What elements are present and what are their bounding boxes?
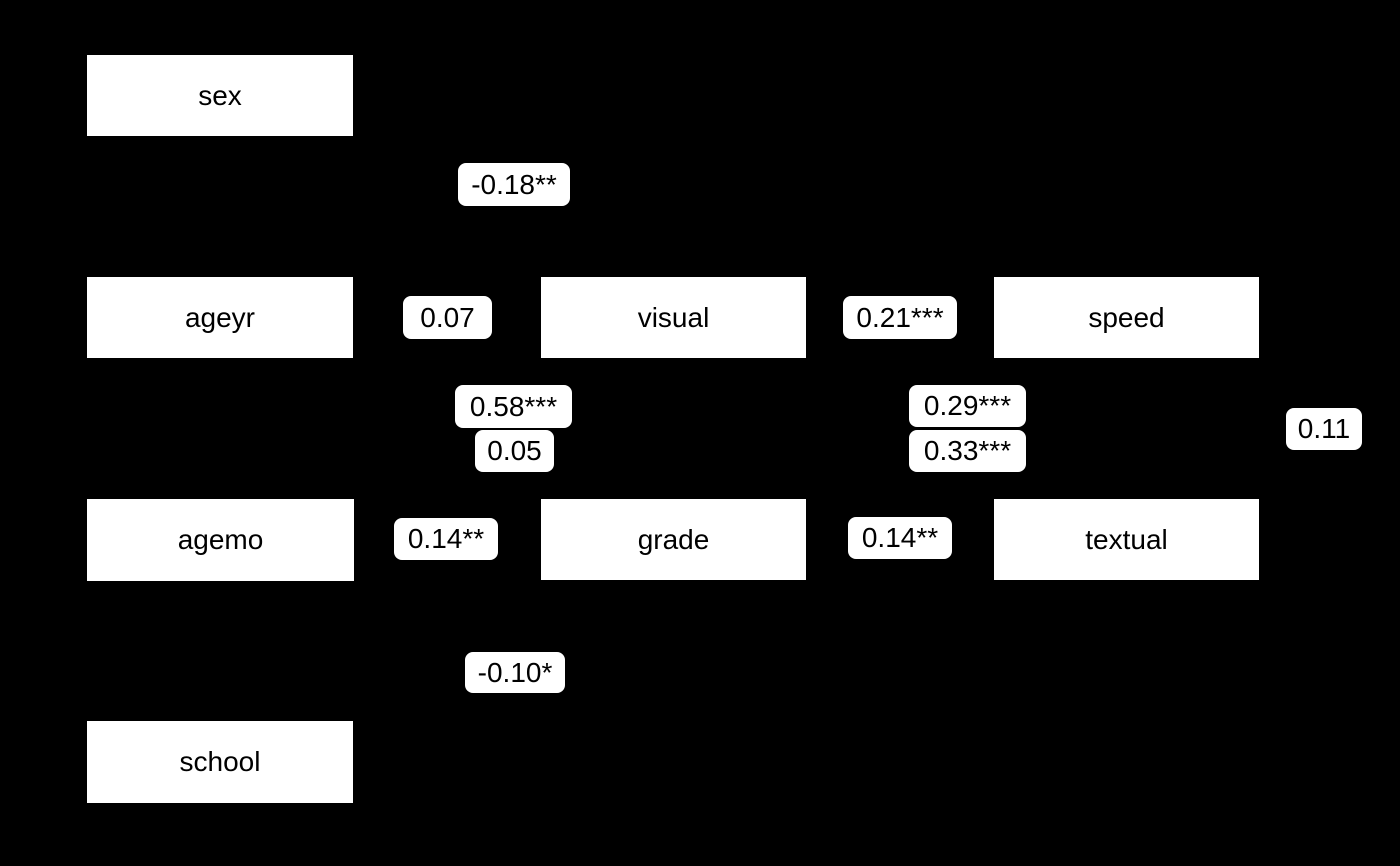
edge-coefficient-label: 0.21*** (843, 296, 957, 339)
edge-coefficient-label: 0.11 (1286, 408, 1362, 450)
node-visual: visual (539, 275, 808, 360)
edge-coefficient-label: 0.05 (475, 430, 554, 472)
edge-coefficient-label: 0.14** (848, 517, 952, 559)
node-sex: sex (85, 53, 355, 138)
edge-coefficient-label: 0.07 (403, 296, 492, 339)
node-ageyr: ageyr (85, 275, 355, 360)
edge-coefficient-label: 0.14** (394, 518, 498, 560)
edge-coefficient-label: -0.18** (458, 163, 570, 206)
edge-coefficient-label: -0.10* (465, 652, 565, 693)
edge-coefficient-label: 0.29*** (909, 385, 1026, 427)
node-school: school (85, 719, 355, 805)
node-textual: textual (992, 497, 1261, 582)
node-grade: grade (539, 497, 808, 582)
node-agemo: agemo (85, 497, 356, 583)
edge-coefficient-label: 0.58*** (455, 385, 572, 428)
node-speed: speed (992, 275, 1261, 360)
edge-coefficient-label: 0.33*** (909, 430, 1026, 472)
